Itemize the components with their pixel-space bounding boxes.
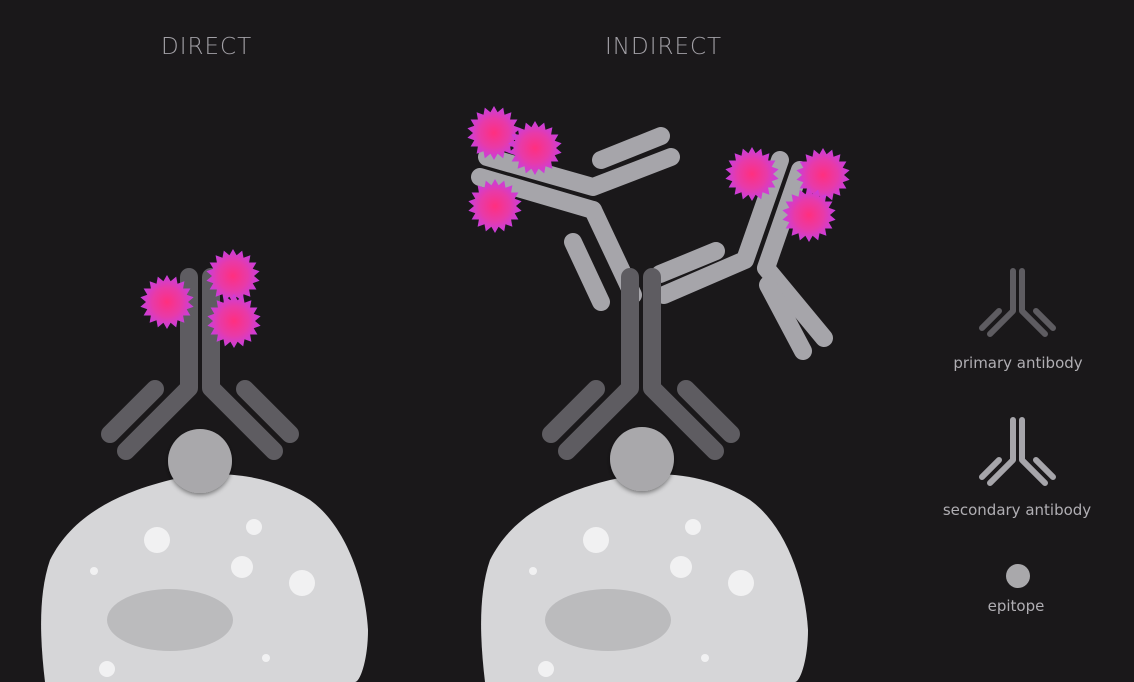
indirect-title: INDIRECT <box>605 34 723 60</box>
fluorophore <box>467 106 521 160</box>
fluorophore <box>206 249 260 303</box>
fluorophore <box>725 147 779 201</box>
legend-secondary-antibody-icon <box>979 417 1056 486</box>
fluorophore <box>140 275 194 329</box>
fluorophore <box>207 294 261 348</box>
legend-primary-antibody-icon <box>979 268 1056 337</box>
legend-epitope-icon <box>1006 564 1030 588</box>
indirect-epitope <box>610 427 674 491</box>
direct-cell <box>41 474 369 682</box>
fluorophore <box>796 148 850 202</box>
fluorophore <box>508 121 562 175</box>
legend-secondary-label: secondary antibody <box>942 501 1092 519</box>
direct-nucleus <box>107 589 233 651</box>
indirect-primary-antibody <box>542 268 740 460</box>
fluorophore <box>782 188 836 242</box>
indirect-fluorophores <box>467 106 850 242</box>
direct-primary-antibody <box>101 268 299 460</box>
indirect-nucleus <box>545 589 671 651</box>
direct-cell-granules <box>90 519 315 677</box>
legend-primary-label: primary antibody <box>953 354 1083 372</box>
direct-fluorophores <box>140 249 261 348</box>
legend-epitope-label: epitope <box>987 597 1045 615</box>
indirect-cell <box>481 474 808 682</box>
fluorophore <box>468 179 522 233</box>
direct-title: DIRECT <box>161 34 253 60</box>
direct-epitope <box>168 429 232 493</box>
indirect-cell-granules <box>529 519 754 677</box>
